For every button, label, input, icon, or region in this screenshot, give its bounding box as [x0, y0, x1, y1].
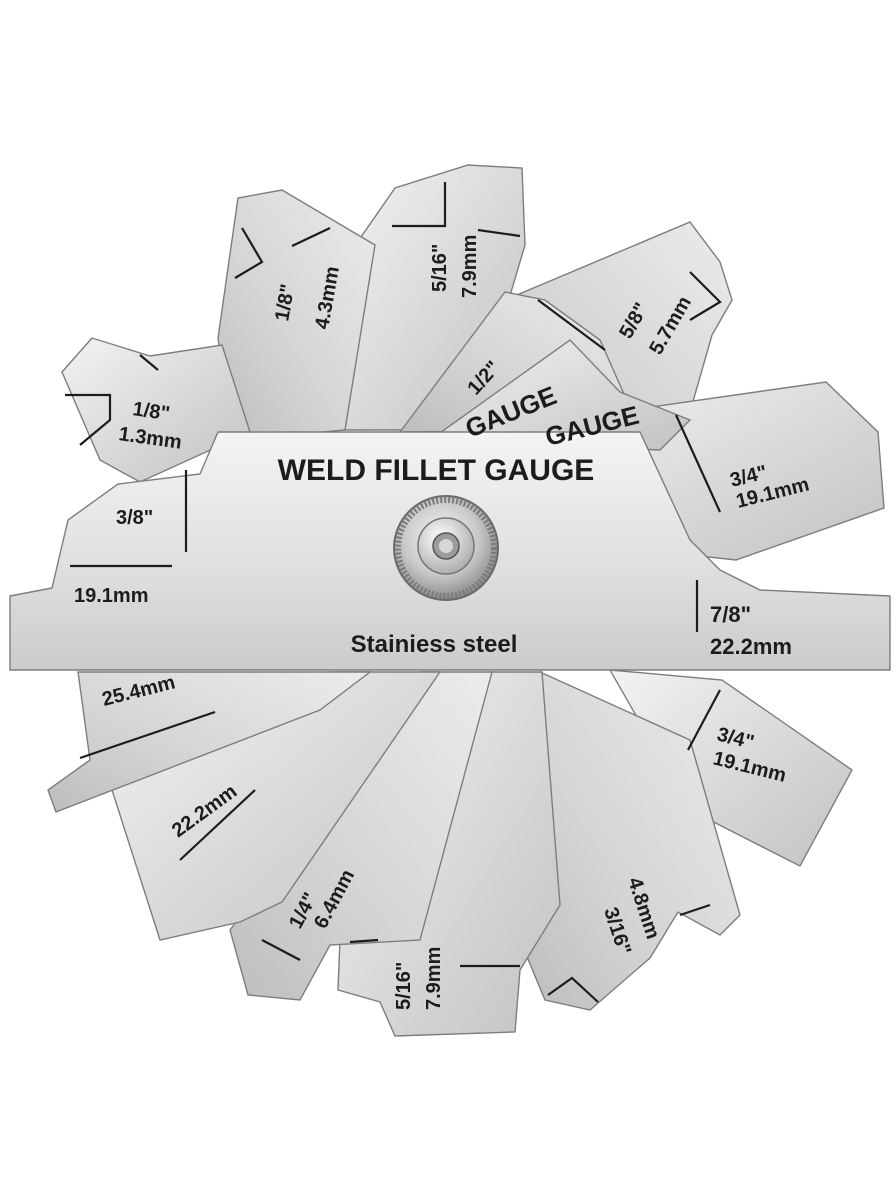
leaf-label-left-bar-inch: 3/8"	[116, 507, 153, 529]
leaf-label-bottom-inch: 5/16"	[393, 962, 415, 1010]
leaf-label-right-bar-mm: 22.2mm	[710, 634, 792, 659]
leaf-upper-left-small	[61, 337, 251, 483]
bar-material: Stainiess steel	[351, 631, 518, 658]
knurled-knob	[393, 495, 499, 601]
leaf-lower-right	[519, 670, 741, 1011]
leaf-label-top-inch: 5/16"	[429, 244, 451, 292]
leaf-label-right-bar-inch: 7/8"	[710, 602, 751, 627]
leaf-lower-left-far	[47, 671, 373, 813]
etched-lines	[65, 182, 722, 1003]
leaf-label-upper-left-small-inch: 1/8"	[131, 398, 171, 425]
leaf-label-top-mm: 7.9mm	[459, 235, 481, 298]
leaf-bottom	[337, 671, 561, 1037]
bar-title: WELD FILLET GAUGE	[278, 454, 595, 487]
leaf-label-bottom-mm: 7.9mm	[423, 947, 445, 1010]
leaf-lower-mid-left	[229, 671, 493, 1001]
leaf-label-left-bar-mm: 19.1mm	[74, 585, 149, 607]
